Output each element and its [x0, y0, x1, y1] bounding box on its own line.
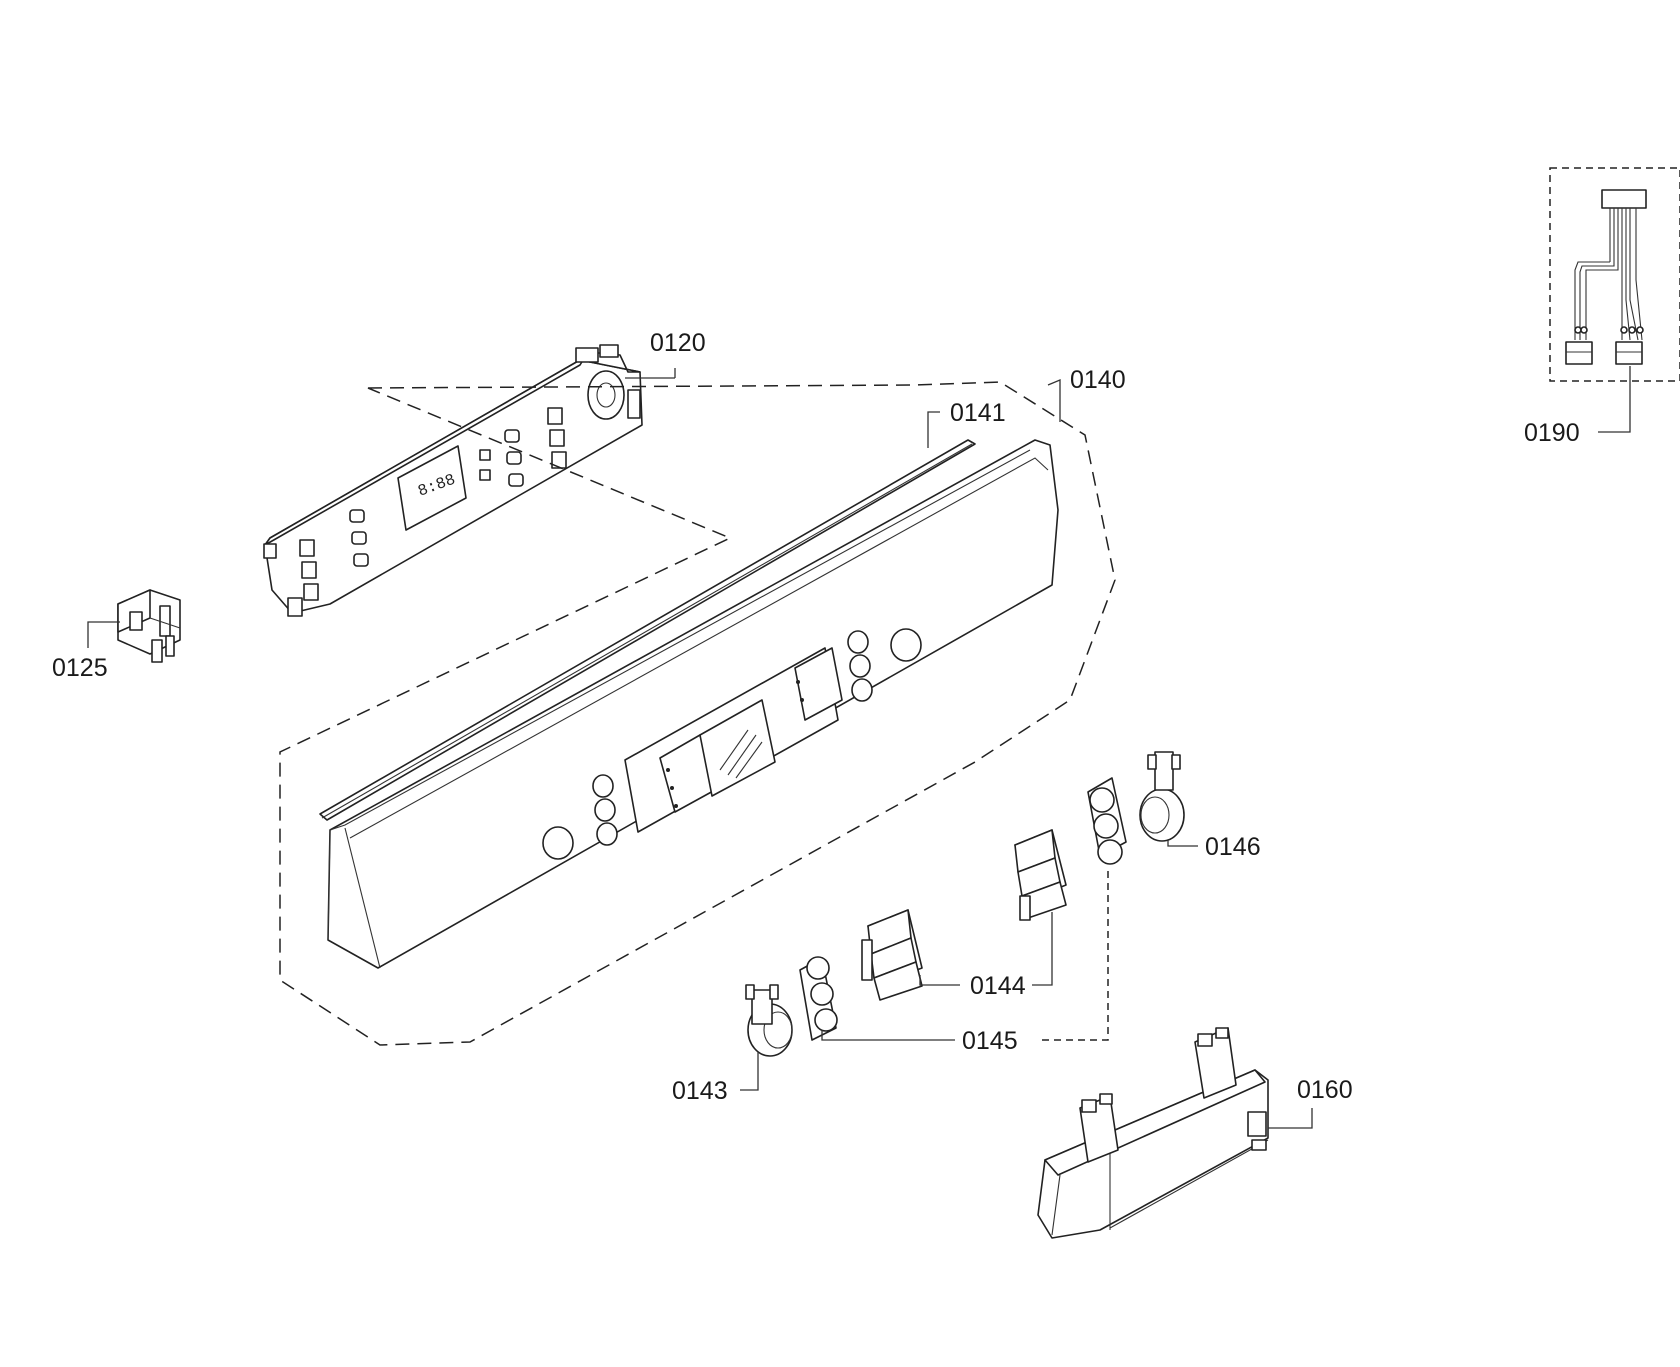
clip-bracket[interactable]: [117, 589, 181, 663]
button-cluster-right[interactable]: [1087, 777, 1127, 865]
leader-0190: [1598, 366, 1631, 433]
switch-block-right[interactable]: [1014, 829, 1067, 921]
wiring-harness-box: [1549, 167, 1680, 382]
leader-0146: [1167, 840, 1198, 847]
leader-0145-left: [821, 1030, 955, 1041]
leader-0140: [1047, 379, 1061, 422]
leader-0160: [1268, 1108, 1313, 1129]
label-0140[interactable]: 0140: [1070, 366, 1126, 394]
fascia-panel[interactable]: [327, 439, 1059, 969]
leader-0141: [927, 411, 940, 448]
label-0125[interactable]: 0125: [52, 654, 108, 682]
control-module-board[interactable]: 8:88: [263, 344, 643, 617]
right-knob[interactable]: [1139, 751, 1185, 842]
label-0144[interactable]: 0144: [970, 972, 1026, 1000]
trim-strip[interactable]: [319, 439, 976, 821]
label-0146[interactable]: 0146: [1205, 833, 1261, 861]
leader-0143: [740, 1052, 759, 1091]
board-buttons-left: [299, 509, 369, 601]
board-buttons-right: [479, 407, 567, 487]
left-knob[interactable]: [745, 984, 793, 1057]
wiring-harness[interactable]: [1565, 189, 1647, 365]
button-cluster-left[interactable]: [799, 956, 838, 1041]
label-0141[interactable]: 0141: [950, 399, 1006, 427]
lower-cover[interactable]: [1037, 1027, 1269, 1239]
leader-0144-left: [919, 975, 960, 986]
label-0160[interactable]: 0160: [1297, 1076, 1353, 1104]
leader-0144-right: [1032, 912, 1053, 986]
label-0120[interactable]: 0120: [650, 329, 706, 357]
label-0190[interactable]: 0190: [1524, 419, 1580, 447]
switch-block-left[interactable]: [861, 909, 923, 1001]
fascia-assembly-group-outline: [279, 381, 1116, 1046]
leader-0145-right: [1042, 870, 1109, 1041]
leader-0125: [87, 621, 120, 648]
label-0145[interactable]: 0145: [962, 1027, 1018, 1055]
label-0143[interactable]: 0143: [672, 1077, 728, 1105]
